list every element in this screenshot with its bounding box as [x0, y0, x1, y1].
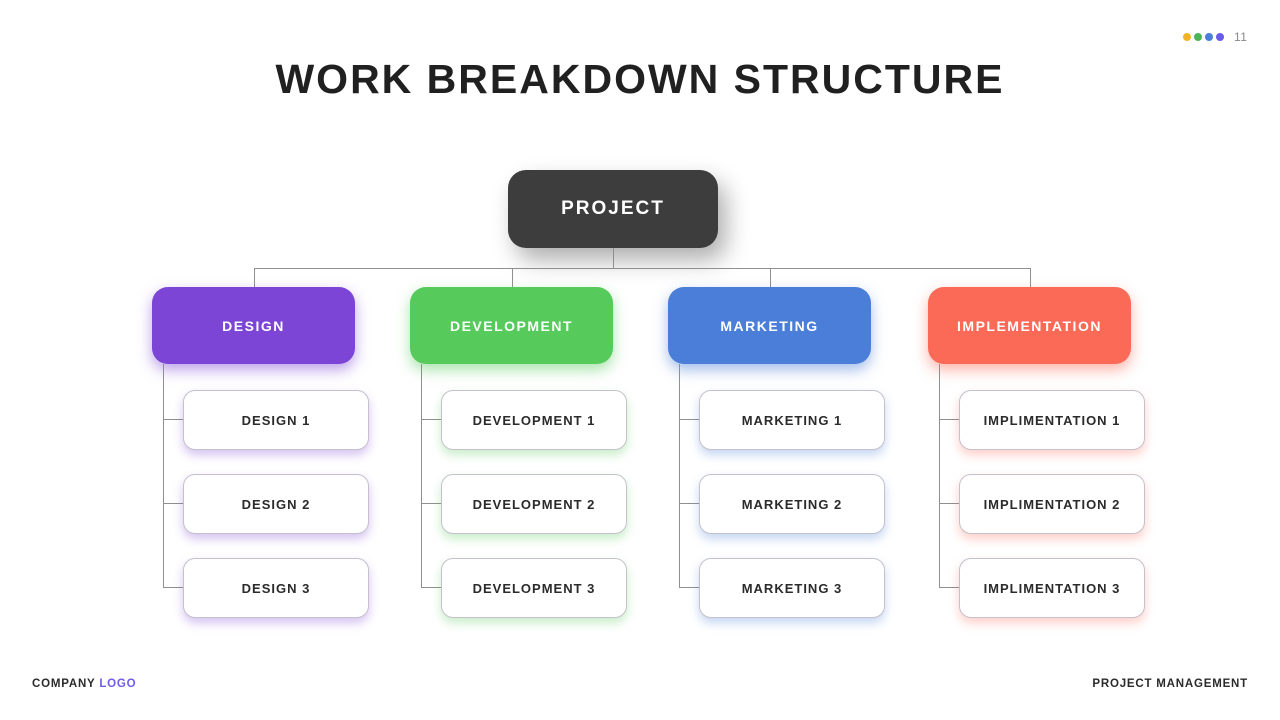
slide-title: WORK BREAKDOWN STRUCTURE — [275, 56, 1005, 102]
connector-line — [769, 268, 771, 287]
connector-line — [163, 419, 183, 420]
connector-line — [1029, 268, 1031, 287]
branch-box-implementation: IMPLEMENTATION — [928, 287, 1131, 364]
project-root-box: PROJECT — [508, 170, 718, 248]
connector-line — [253, 268, 255, 287]
page-number: 11 — [1234, 30, 1248, 44]
task-box-marketing-3: MARKETING 3 — [699, 558, 885, 618]
connector-line — [421, 587, 441, 588]
company-logo-text: COMPANY LOGO — [32, 678, 136, 690]
task-box-development-1: DEVELOPMENT 1 — [441, 390, 627, 450]
connector-line — [939, 364, 940, 587]
connector-line — [163, 503, 183, 504]
task-box-design-3: DESIGN 3 — [183, 558, 369, 618]
task-box-implementation-1: IMPLIMENTATION 1 — [959, 390, 1145, 450]
connector-line — [679, 419, 699, 420]
task-box-development-3: DEVELOPMENT 3 — [441, 558, 627, 618]
task-box-marketing-1: MARKETING 1 — [699, 390, 885, 450]
connector-line — [679, 587, 699, 588]
connector-line — [421, 419, 441, 420]
connector-line — [421, 364, 422, 587]
footer-topic-text: PROJECT MANAGEMENT — [1092, 678, 1248, 690]
deco-dot — [1216, 33, 1224, 41]
deco-dot — [1183, 33, 1191, 41]
task-box-development-2: DEVELOPMENT 2 — [441, 474, 627, 534]
company-word: COMPANY — [32, 678, 100, 690]
connector-line — [679, 503, 699, 504]
deco-dot — [1205, 33, 1213, 41]
connector-line — [421, 503, 441, 504]
connector-line — [939, 503, 959, 504]
branch-box-design: DESIGN — [152, 287, 355, 364]
deco-dots — [1183, 33, 1224, 41]
connector-line — [613, 248, 614, 268]
logo-word: LOGO — [99, 678, 137, 690]
connector-line — [163, 364, 164, 587]
connector-line — [939, 419, 959, 420]
task-box-implementation-3: IMPLIMENTATION 3 — [959, 558, 1145, 618]
branch-box-development: DEVELOPMENT — [410, 287, 613, 364]
connector-line — [253, 268, 1030, 269]
connector-line — [679, 364, 680, 587]
connector-line — [939, 587, 959, 588]
branch-box-marketing: MARKETING — [668, 287, 871, 364]
task-box-marketing-2: MARKETING 2 — [699, 474, 885, 534]
connector-line — [163, 587, 183, 588]
task-box-design-2: DESIGN 2 — [183, 474, 369, 534]
task-box-implementation-2: IMPLIMENTATION 2 — [959, 474, 1145, 534]
connector-line — [511, 268, 513, 287]
deco-dot — [1194, 33, 1202, 41]
task-box-design-1: DESIGN 1 — [183, 390, 369, 450]
